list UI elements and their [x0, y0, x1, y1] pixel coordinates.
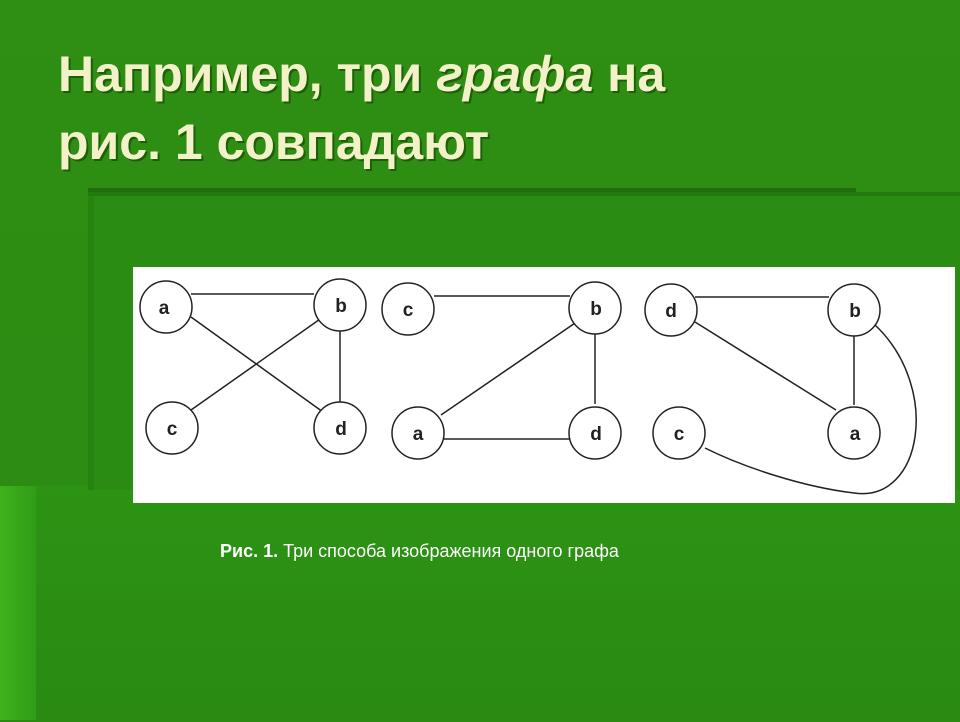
- graph-3-node-b-label: b: [849, 301, 861, 322]
- slide-title: Например, три графа на рис. 1 совпадают: [58, 40, 918, 176]
- graph-1-edge-a-d: [190, 316, 324, 413]
- graph-1-node-b: [313, 278, 367, 332]
- graph-1-node-d-label: d: [335, 419, 347, 440]
- graph-1-node-a: [139, 280, 193, 334]
- graph-1-edge-b-c: [190, 316, 324, 411]
- graph-1-node-c-label: c: [167, 419, 178, 440]
- graph-3-node-c-label: c: [674, 424, 685, 445]
- graph-2-node-b-label: b: [590, 299, 602, 320]
- graph-1-node-c: [145, 401, 199, 455]
- figure-graphs: a b c d c b a d d b c a: [133, 267, 955, 503]
- background-panel-lower: [36, 484, 960, 722]
- graph-1-node-b-label: b: [335, 296, 347, 317]
- title-emphasis: графа: [436, 46, 594, 102]
- graph-3-node-d: [644, 283, 698, 337]
- graph-2-node-c-label: c: [403, 300, 414, 321]
- caption-text: Три способа изображения одного графа: [278, 541, 619, 561]
- title-part-2: на: [593, 46, 666, 102]
- graph-3-edge-b-c: [704, 324, 917, 495]
- graph-2-node-d: [568, 406, 622, 460]
- graph-2-node-b: [568, 281, 622, 335]
- graph-2-node-d-label: d: [590, 424, 602, 445]
- graph-3-edge-d-a: [694, 321, 837, 411]
- caption-label: Рис. 1.: [220, 541, 279, 561]
- title-part-1: Например, три: [58, 46, 437, 102]
- graph-1-node-a-label: a: [159, 298, 170, 319]
- graph-3-node-d-label: d: [665, 301, 677, 322]
- graph-3-node-c: [652, 406, 706, 460]
- graphs-svg: a b c d c b a d d b c a: [139, 278, 917, 495]
- graph-2-edge-b-a: [440, 320, 579, 416]
- graph-2-node-c: [381, 282, 435, 336]
- figure-caption: Рис. 1. Три способа изображения одного г…: [220, 541, 619, 562]
- title-line-2: рис. 1 совпадают: [58, 114, 490, 170]
- graph-1-node-d: [313, 401, 367, 455]
- graph-2-node-a-label: a: [413, 424, 424, 445]
- background-strip: [88, 188, 856, 194]
- graph-3-node-a-label: a: [850, 424, 861, 445]
- graph-3-node-b: [827, 283, 881, 337]
- background-band-left: [0, 486, 40, 720]
- graph-2-node-a: [391, 406, 445, 460]
- graph-3-node-a: [827, 406, 881, 460]
